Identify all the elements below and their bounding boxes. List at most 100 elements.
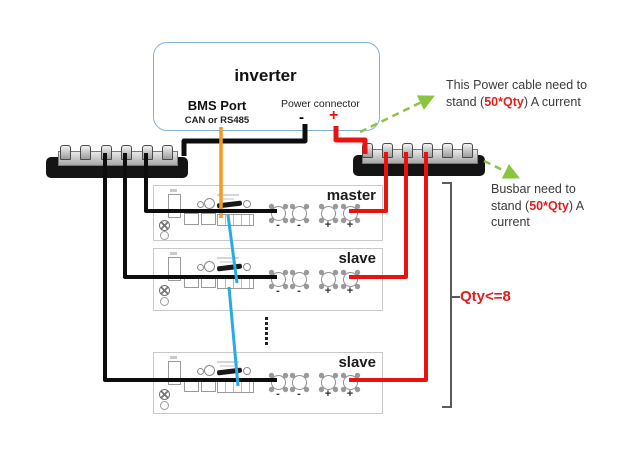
power-connector-label: Power connector bbox=[281, 98, 360, 110]
panel-marking bbox=[217, 361, 239, 363]
terminal-sign: + bbox=[346, 285, 354, 297]
busbar-bolt bbox=[462, 143, 473, 158]
panel-marking bbox=[220, 261, 234, 263]
breaker-switch bbox=[168, 257, 181, 281]
battery-unit-master: master - - + + bbox=[153, 185, 383, 241]
power-cable-note-line1: This Power cable need to bbox=[446, 78, 588, 92]
busbar-bolt bbox=[60, 145, 71, 160]
power-handle bbox=[216, 263, 243, 272]
power-handle bbox=[216, 200, 243, 209]
port-box bbox=[201, 276, 216, 288]
more-units-ellipsis-icon bbox=[265, 317, 268, 345]
terminal-sign: + bbox=[346, 388, 354, 400]
battery-terminal bbox=[321, 206, 336, 221]
panel-marking bbox=[170, 189, 177, 192]
terminal-sign: + bbox=[324, 388, 332, 400]
busbar-bolt bbox=[121, 145, 132, 160]
port-box bbox=[184, 213, 199, 225]
battery-terminal bbox=[292, 375, 307, 390]
busbar-bolt bbox=[402, 143, 413, 158]
panel-marking bbox=[170, 356, 177, 359]
busbar-note: Busbar need to stand (50*Qty) A current bbox=[491, 181, 611, 231]
panel-marking bbox=[170, 252, 177, 255]
bracket-tick bbox=[450, 296, 460, 298]
ground-screw bbox=[159, 220, 170, 231]
busbar-bolt bbox=[101, 145, 112, 160]
indicator-led bbox=[197, 368, 204, 375]
ground-screw bbox=[159, 389, 170, 400]
inverter-title: inverter bbox=[234, 66, 297, 85]
battery-unit-slave-2: slave - - + + bbox=[153, 352, 383, 414]
comm-connector-strip bbox=[217, 277, 254, 289]
power-cable-note: This Power cable need to stand (50*Qty) … bbox=[446, 77, 621, 110]
negative-terminal-label: - bbox=[299, 109, 304, 126]
battery-terminal bbox=[321, 272, 336, 287]
mount-hole bbox=[160, 401, 169, 410]
bracket-foot bbox=[442, 406, 451, 408]
mount-hole bbox=[160, 231, 169, 240]
indicator-led bbox=[204, 365, 215, 376]
qty-bracket bbox=[442, 182, 460, 408]
indicator-led bbox=[197, 264, 204, 271]
positive-terminal-label: + bbox=[329, 107, 339, 124]
terminal-sign: - bbox=[276, 388, 280, 400]
indicator-led bbox=[243, 200, 251, 208]
battery-terminal bbox=[292, 206, 307, 221]
unit-label: slave bbox=[338, 354, 376, 371]
busbar-bolt bbox=[362, 143, 373, 158]
bms-protocol-label: CAN or RS485 bbox=[184, 115, 250, 126]
port-box bbox=[184, 276, 199, 288]
terminal-sign: - bbox=[297, 219, 301, 231]
busbar-note-line3: current bbox=[491, 215, 530, 229]
battery-unit-slave-1: slave - - + + bbox=[153, 248, 383, 311]
terminal-sign: + bbox=[324, 219, 332, 231]
busbar-strip bbox=[58, 151, 178, 166]
panel-marking bbox=[217, 194, 239, 196]
comm-connector-strip bbox=[217, 381, 254, 393]
busbar-note-highlight: 50*Qty bbox=[529, 198, 569, 213]
indicator-led bbox=[204, 261, 215, 272]
busbar-bolt bbox=[162, 145, 173, 160]
qty-limit-note: Qty<=8 bbox=[460, 288, 511, 305]
indicator-led bbox=[243, 367, 251, 375]
indicator-led bbox=[204, 198, 215, 209]
indicator-led bbox=[197, 201, 204, 208]
terminal-sign: - bbox=[297, 388, 301, 400]
terminal-sign: + bbox=[324, 285, 332, 297]
bracket-foot bbox=[442, 182, 451, 184]
mount-hole bbox=[160, 297, 169, 306]
unit-label: slave bbox=[338, 250, 376, 267]
port-box bbox=[184, 380, 199, 392]
breaker-switch bbox=[168, 361, 181, 385]
ground-screw bbox=[159, 285, 170, 296]
busbar-bolt bbox=[80, 145, 91, 160]
power-cable-note-line2: stand (50*Qty) A current bbox=[446, 94, 581, 109]
port-box bbox=[201, 380, 216, 392]
breaker-switch bbox=[168, 194, 181, 218]
left-busbar bbox=[46, 145, 188, 178]
terminal-sign: + bbox=[346, 219, 354, 231]
power-handle bbox=[216, 367, 243, 376]
comm-connector-strip bbox=[217, 214, 254, 226]
busbar-note-line1: Busbar need to bbox=[491, 182, 576, 196]
terminal-sign: - bbox=[276, 285, 280, 297]
busbar-bolt bbox=[422, 143, 433, 158]
busbar-callout-arrow bbox=[483, 159, 520, 179]
battery-terminal bbox=[321, 375, 336, 390]
busbar-bolt bbox=[442, 143, 453, 158]
terminal-sign: - bbox=[297, 285, 301, 297]
panel-marking bbox=[220, 365, 234, 367]
busbar-bolt bbox=[382, 143, 393, 158]
bracket-line bbox=[450, 182, 452, 408]
unit-label: master bbox=[326, 187, 376, 204]
panel-marking bbox=[220, 198, 234, 200]
port-box bbox=[201, 213, 216, 225]
battery-terminal bbox=[292, 272, 307, 287]
bms-port-label: BMS Port bbox=[187, 98, 247, 113]
busbar-note-line2: stand (50*Qty) A bbox=[491, 198, 585, 213]
panel-marking bbox=[217, 257, 239, 259]
busbar-bolt bbox=[142, 145, 153, 160]
right-busbar bbox=[353, 143, 485, 176]
indicator-led bbox=[243, 263, 251, 271]
